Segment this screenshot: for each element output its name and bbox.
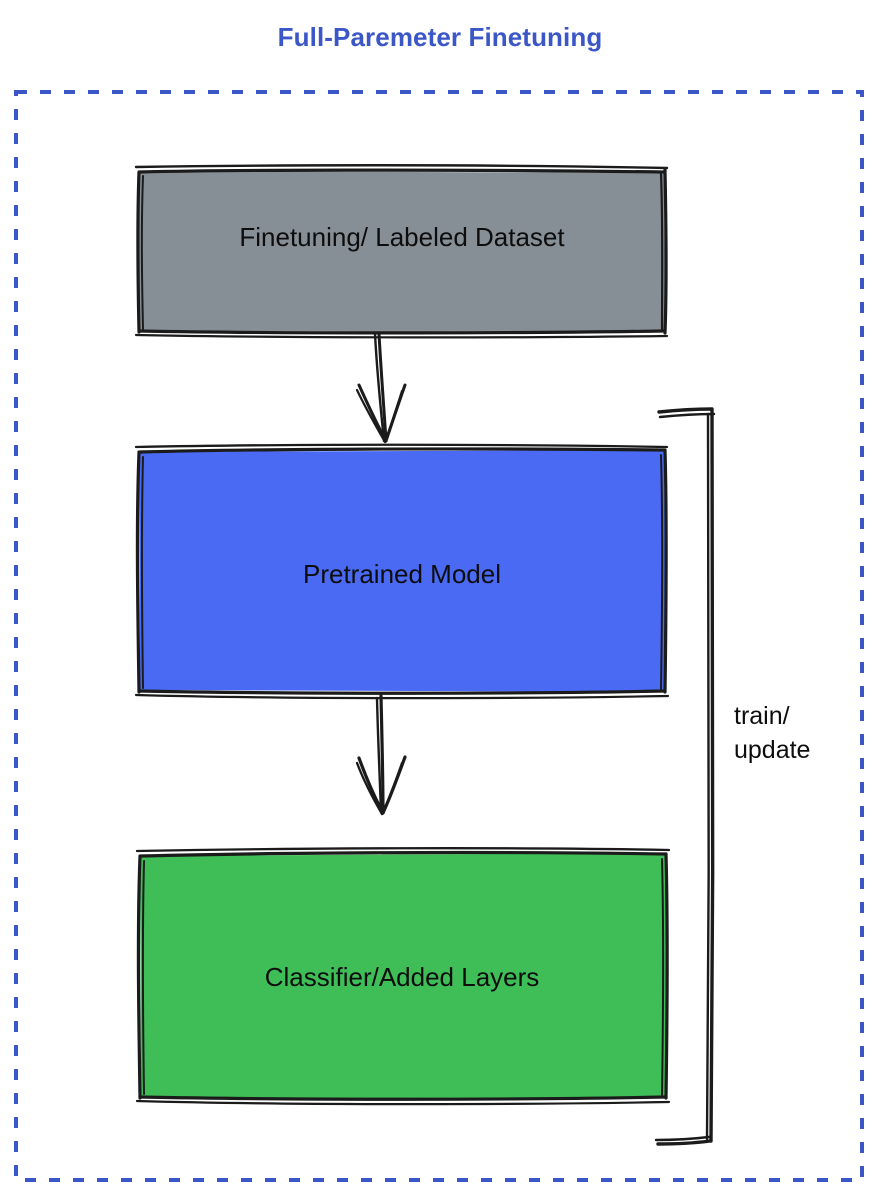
page-title: Full-Paremeter Finetuning [277, 22, 603, 52]
node-classifier[interactable] [135, 847, 671, 1106]
node-pretrained-label: Pretrained Model [303, 559, 501, 589]
edge-feedback-loop [654, 407, 716, 1146]
node-dataset[interactable] [134, 164, 669, 339]
edge-dataset-to-pretrained [355, 332, 407, 444]
edge-pretrained-to-classifier [355, 694, 407, 816]
node-classifier-label: Classifier/Added Layers [264, 962, 540, 992]
node-pretrained[interactable] [134, 443, 670, 700]
node-dataset-label: Finetuning/ Labeled Dataset [239, 222, 565, 252]
edge-feedback-loop-label: train/ update [734, 702, 811, 764]
